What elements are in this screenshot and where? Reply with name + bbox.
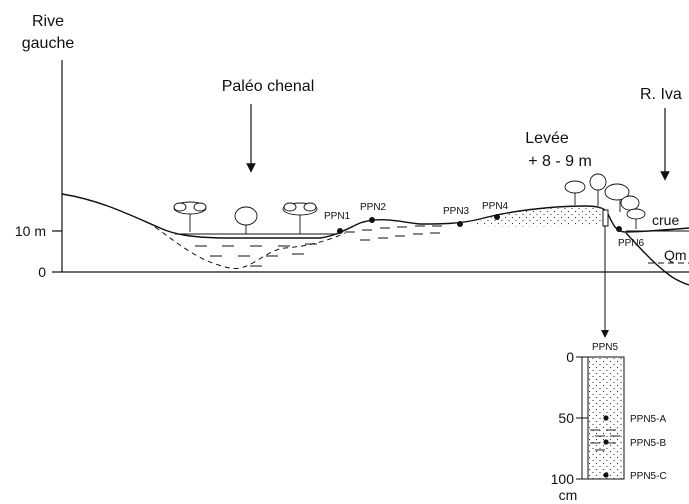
river-label: R. Iva — [640, 86, 682, 103]
tree-icon — [234, 206, 258, 234]
clay-dash-marks — [195, 225, 442, 267]
ground-surface — [61, 193, 689, 239]
bank-label-line1: Rive — [32, 13, 64, 30]
axis-label-10m: 10 m — [15, 223, 46, 239]
sampling-label-ppn4: PPN4 — [482, 201, 509, 212]
sampling-label-ppn2: PPN2 — [360, 202, 387, 213]
core-title: PPN5 — [592, 342, 619, 353]
flood-label: crue — [652, 212, 679, 228]
tree-icon — [604, 183, 640, 212]
paleochannel-outline — [154, 226, 346, 269]
sampling-point-ppn3 — [457, 221, 463, 227]
tree-icon — [282, 202, 318, 234]
core-laminations — [590, 429, 620, 451]
ppn5-core-marker — [602, 209, 609, 227]
sampling-label-ppn6: PPN6 — [618, 238, 645, 249]
tree-icon — [626, 208, 646, 229]
core-depth-unit: cm — [559, 487, 578, 503]
core-sample-label-c: PPN5-C — [630, 471, 667, 482]
mean-discharge-label: Qm — [664, 247, 687, 263]
paleochannel-label: Paléo chenal — [222, 78, 315, 95]
tree-icon — [589, 173, 607, 206]
core-sample-a — [603, 415, 609, 421]
levee-label-line2: + 8 - 9 m — [528, 153, 592, 170]
sampling-label-ppn1: PPN1 — [324, 211, 351, 222]
core-sample-label-a: PPN5-A — [630, 414, 666, 425]
bank-label-line2: gauche — [22, 35, 75, 52]
core-depth-label-100: 100 — [551, 471, 575, 487]
sampling-point-ppn4 — [494, 214, 500, 220]
tree-icon — [173, 201, 207, 232]
core-sample-b — [603, 439, 609, 445]
sampling-point-ppn6 — [616, 226, 622, 232]
sampling-point-ppn2 — [369, 217, 375, 223]
tree-icon — [564, 180, 586, 205]
sampling-label-ppn3: PPN3 — [443, 206, 470, 217]
levee-deposit — [470, 205, 605, 227]
axis-label-0: 0 — [38, 264, 46, 280]
river-bank — [625, 232, 689, 286]
sampling-point-ppn1 — [337, 228, 343, 234]
levee-label-line1: Levée — [525, 130, 569, 147]
core-sample-label-b: PPN5-B — [630, 438, 666, 449]
core-sample-c — [603, 472, 609, 478]
core-depth-label-50: 50 — [558, 410, 574, 426]
core-depth-label-0: 0 — [566, 349, 574, 365]
